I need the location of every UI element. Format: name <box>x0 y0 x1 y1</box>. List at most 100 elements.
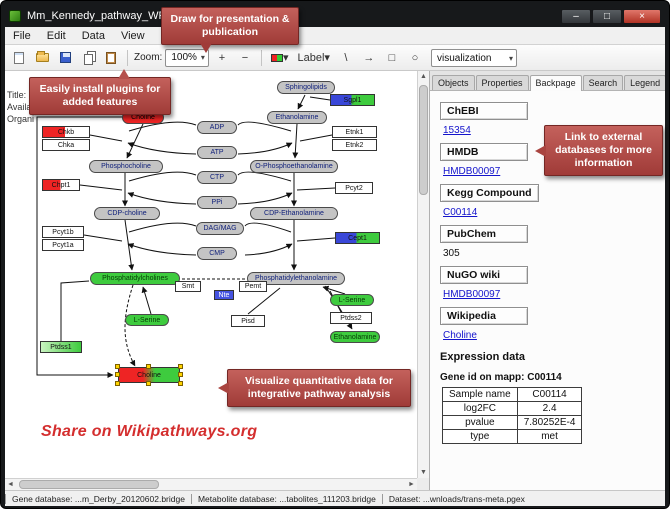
new-file-button[interactable] <box>9 48 29 68</box>
nugo-wiki-value[interactable]: HMDB00097 <box>443 289 501 300</box>
node-ptdss1-33[interactable]: Ptdss1 <box>40 341 82 353</box>
node-adp-4[interactable]: ADP <box>197 121 237 134</box>
node-cmp-22[interactable]: CMP <box>197 247 237 260</box>
datanode-tool-button[interactable]: ▾ <box>268 48 292 68</box>
minimize-button[interactable]: – <box>561 8 591 24</box>
line-tool-button[interactable]: \ <box>344 51 348 64</box>
selection-handle[interactable] <box>115 364 120 369</box>
wikipedia-header: Wikipedia <box>440 307 528 325</box>
tab-search[interactable]: Search <box>582 75 624 90</box>
menu-file[interactable]: File <box>13 29 31 42</box>
wikipedia-value[interactable]: Choline <box>443 330 477 341</box>
expression-table-cell: 2.4 <box>516 401 583 416</box>
node-ethanolamine-32[interactable]: Ethanolamine <box>330 331 380 343</box>
callout-draw: Draw for presentation & publication <box>161 7 299 54</box>
node-cdp-choline-16[interactable]: CDP-choline <box>94 207 160 220</box>
paste-button[interactable] <box>101 48 121 68</box>
menu-data[interactable]: Data <box>81 29 105 42</box>
copy-icon <box>83 53 93 65</box>
tab-backpage[interactable]: Backpage <box>529 75 582 91</box>
open-file-button[interactable] <box>32 48 52 68</box>
menu-edit[interactable]: Edit <box>46 29 66 42</box>
node-etnk2-8[interactable]: Etnk2 <box>332 139 377 151</box>
node-atp-9[interactable]: ATP <box>197 146 237 159</box>
chebi-value[interactable]: 15354 <box>443 125 471 136</box>
scroll-right-icon[interactable]: ► <box>408 481 415 488</box>
tab-legend[interactable]: Legend <box>624 75 665 90</box>
oval-tool-button[interactable]: ○ <box>411 51 419 64</box>
node-sgpl1-1[interactable]: Sgpl1 <box>330 94 375 106</box>
node-pcyt1b-19[interactable]: Pcyt1b <box>42 226 84 238</box>
node-pemt-26[interactable]: Pemt <box>239 281 267 292</box>
selection-handle[interactable] <box>146 381 151 386</box>
save-disk-icon <box>59 52 71 63</box>
hmdb-value[interactable]: HMDB00097 <box>443 166 501 177</box>
node-smt-25[interactable]: Smt <box>175 281 201 292</box>
node-sphingolipids-0[interactable]: Sphingolipids <box>277 81 335 94</box>
node-dag-mag-18[interactable]: DAG/MAG <box>196 222 244 235</box>
hmdb-header: HMDB <box>440 143 528 161</box>
tab-objects[interactable]: Objects <box>432 75 475 90</box>
zoom-label: Zoom: <box>134 52 163 63</box>
node-chkb-5[interactable]: Chkb <box>42 126 90 138</box>
vertical-scrollbar[interactable]: ▲ ▼ <box>417 71 429 478</box>
selection-handle[interactable] <box>146 364 151 369</box>
selection-handle[interactable] <box>178 364 183 369</box>
node-ptdss2-29[interactable]: Ptdss2 <box>330 312 372 324</box>
toolbar-separator <box>127 49 128 66</box>
node-phosphatidylethanolamine-24[interactable]: Phosphatidylethanolamine <box>247 272 345 285</box>
expression-table-cell: log2FC <box>442 401 518 416</box>
titlebar: Mm_Kennedy_pathway_WP1771_45176.gpml – □… <box>5 5 665 27</box>
selection-handle[interactable] <box>178 381 183 386</box>
node-chka-6[interactable]: Chka <box>42 139 90 151</box>
horizontal-scrollbar[interactable]: ◄ ► <box>5 478 417 490</box>
scroll-left-icon[interactable]: ◄ <box>7 481 14 488</box>
zoom-select[interactable]: 100% ▾ <box>165 48 209 67</box>
selection-handle[interactable] <box>115 381 120 386</box>
node-phosphatidylcholines-23[interactable]: Phosphatidylcholines <box>90 272 180 285</box>
chevron-down-icon: ▾ <box>324 52 330 64</box>
gene-id-line: Gene id on mapp: C00114 <box>440 372 562 383</box>
selection-handle[interactable] <box>115 372 120 377</box>
node-etnk1-7[interactable]: Etnk1 <box>332 126 377 138</box>
scroll-up-icon[interactable]: ▲ <box>420 73 427 80</box>
copy-button[interactable] <box>78 48 98 68</box>
hscroll-thumb[interactable] <box>19 480 159 489</box>
node-pisd-31[interactable]: Pisd <box>231 315 265 327</box>
toolbar-separator <box>260 49 262 66</box>
vscroll-thumb[interactable] <box>419 85 428 195</box>
menu-view[interactable]: View <box>120 29 145 42</box>
node-nte-27[interactable]: Nte <box>214 290 234 300</box>
node-cept1-21[interactable]: Cept1 <box>335 232 380 244</box>
node-l-serine-28[interactable]: L-Serine <box>330 294 374 306</box>
node-l-serine-30[interactable]: L-Serine <box>125 314 169 326</box>
node-ppi-15[interactable]: PPi <box>197 196 237 209</box>
node-phosphocholine-10[interactable]: Phosphocholine <box>89 160 163 173</box>
node-cdp-ethanolamine-17[interactable]: CDP-Ethanolamine <box>250 207 338 220</box>
zoom-out-button[interactable]: − <box>241 51 249 64</box>
node-chpt1-13[interactable]: Chpt1 <box>42 179 80 191</box>
status-dataset: Dataset: ...wnloads/trans-meta.pgex <box>381 493 531 504</box>
scroll-down-icon[interactable]: ▼ <box>420 469 427 476</box>
selection-handle[interactable] <box>178 372 183 377</box>
label-tool-button[interactable]: Label ▾ <box>294 48 332 68</box>
scrollbar-corner <box>417 478 429 490</box>
callout-plugins: Easily install plugins for added feature… <box>29 68 171 116</box>
visualization-select[interactable]: visualization ▾ <box>431 49 517 67</box>
close-button[interactable]: × <box>623 8 661 24</box>
maximize-button[interactable]: □ <box>592 8 622 24</box>
callout-visualize: Visualize quantitative data for integrat… <box>227 369 411 408</box>
node-ctp-12[interactable]: CTP <box>197 171 237 184</box>
node-pcyt2-14[interactable]: Pcyt2 <box>335 182 373 194</box>
node-ethanolamine-2[interactable]: Ethanolamine <box>267 111 327 124</box>
arrow-tool-button[interactable]: → <box>363 51 375 64</box>
rect-tool-button[interactable]: □ <box>388 51 396 64</box>
kegg-compound-value[interactable]: C00114 <box>443 207 478 218</box>
tab-properties[interactable]: Properties <box>475 75 529 90</box>
node-pcyt1a-20[interactable]: Pcyt1a <box>42 239 84 251</box>
zoom-in-button[interactable]: + <box>218 51 226 64</box>
node-o-phosphoethanolamine-11[interactable]: O-Phosphoethanolamine <box>250 160 338 173</box>
save-button[interactable] <box>55 48 75 68</box>
